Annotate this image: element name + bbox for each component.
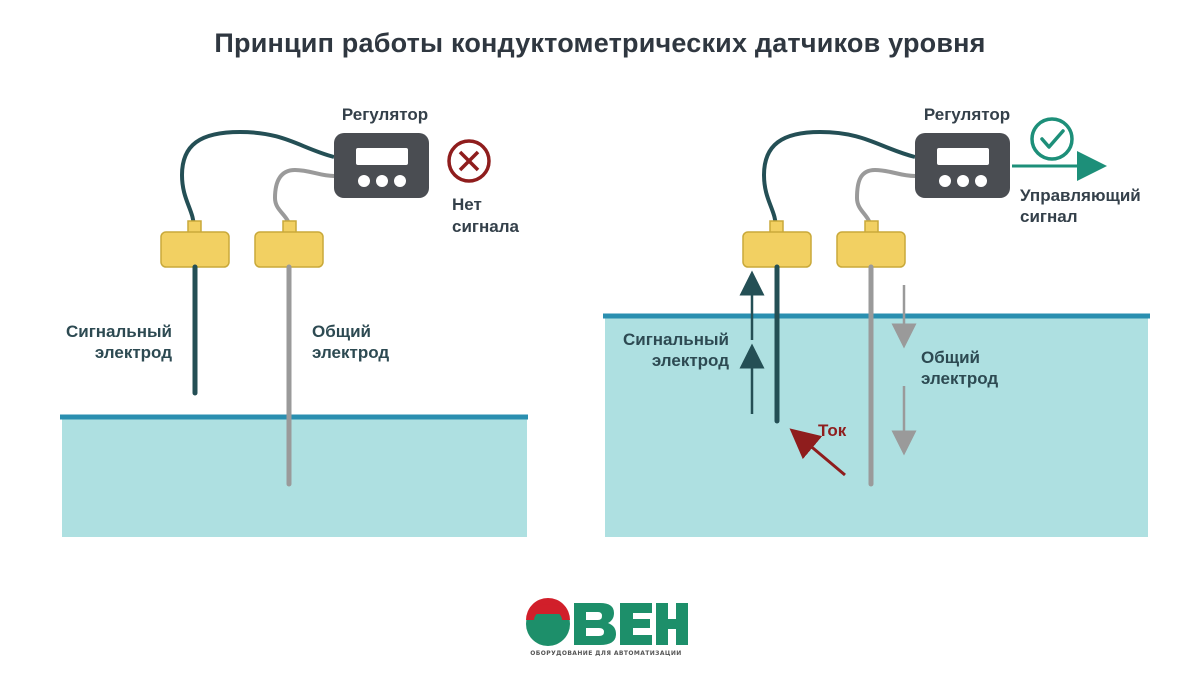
right-common-electrode-label-1: Общий xyxy=(921,348,980,367)
right-signal-electrode-label-1: Сигнальный xyxy=(623,330,729,349)
right-regulator-label: Регулятор xyxy=(924,105,1010,124)
left-signal-wire xyxy=(179,129,335,229)
control-signal-label-2: сигнал xyxy=(1020,207,1078,226)
logo-letter-e xyxy=(620,603,652,645)
logo-letter-n xyxy=(656,603,688,645)
left-common-sensor-head xyxy=(254,220,324,268)
right-panel: Регулятор Управляющий сигнал Ток xyxy=(603,105,1150,537)
current-arrow xyxy=(789,428,846,477)
control-signal-label-1: Управляющий xyxy=(1020,186,1141,205)
left-status-line-1: Нет xyxy=(452,195,482,214)
left-signal-sensor-head xyxy=(160,220,230,268)
check-circle-icon xyxy=(1030,117,1074,161)
left-signal-electrode-label-2: электрод xyxy=(95,343,172,362)
left-status-line-2: сигнала xyxy=(452,217,520,236)
left-signal-electrode-label-1: Сигнальный xyxy=(66,322,172,341)
current-label: Ток xyxy=(818,421,847,440)
cross-circle-icon xyxy=(447,139,491,183)
left-water xyxy=(62,417,527,537)
right-signal-sensor-head xyxy=(742,220,812,268)
left-common-electrode-label-2: электрод xyxy=(312,343,389,362)
right-signal-electrode-label-2: электрод xyxy=(652,351,729,370)
logo-tagline: ОБОРУДОВАНИЕ ДЛЯ АВТОМАТИЗАЦИИ xyxy=(530,650,681,657)
right-signal-wire xyxy=(761,129,916,229)
right-water xyxy=(605,316,1148,537)
page-title: Принцип работы кондуктометрических датчи… xyxy=(214,28,986,58)
right-regulator xyxy=(915,133,1010,198)
left-regulator-label: Регулятор xyxy=(342,105,428,124)
right-common-electrode-label-2: электрод xyxy=(921,369,998,388)
logo-o-mark xyxy=(526,598,570,646)
oven-logo: ОБОРУДОВАНИЕ ДЛЯ АВТОМАТИЗАЦИИ xyxy=(526,598,688,657)
left-panel: Регулятор Нет сигнала Сигнальный электро… xyxy=(60,105,528,537)
left-regulator xyxy=(334,133,429,198)
left-common-electrode-label-1: Общий xyxy=(312,322,371,341)
right-common-wire xyxy=(854,167,916,231)
left-common-wire xyxy=(272,167,335,231)
right-common-sensor-head xyxy=(836,220,906,268)
logo-letter-v xyxy=(574,603,616,645)
